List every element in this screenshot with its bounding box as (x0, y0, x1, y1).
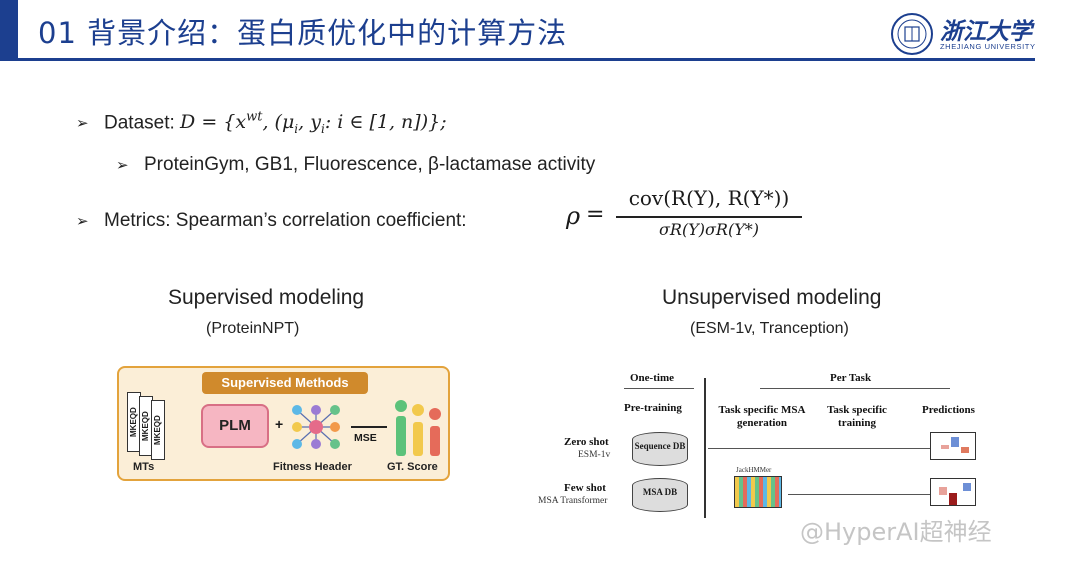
metrics-label: Metrics: Spearman’s correlation coeffici… (104, 210, 467, 231)
task-training-label: Task specific training (827, 404, 887, 429)
gt-score-bars-icon (395, 400, 441, 456)
dataset-formula: D = {xwt, (μi, yi: i ∈ [1, n])}; (180, 110, 447, 137)
plm-block: PLM (201, 404, 269, 448)
arrow-bullet-icon: ➢ (116, 157, 129, 174)
one-time-label: One-time (630, 372, 674, 384)
unsupervised-figure: One-time Per Task Pre-training Task spec… (538, 370, 998, 520)
prediction-bar (941, 445, 949, 449)
one-time-divider (704, 378, 706, 518)
unsupervised-sub: (ESM-1v, Tranception) (690, 320, 849, 337)
prediction-bar (949, 493, 957, 505)
header-divider (0, 58, 1035, 61)
formula-fraction-line (616, 216, 802, 218)
unsupervised-heading: Unsupervised modeling (662, 286, 882, 309)
supervised-heading: Supervised modeling (168, 286, 365, 309)
fitness-header-network-icon (292, 405, 340, 449)
few-shot-label: Few shot (564, 482, 606, 494)
formula-numerator: cov(R(Y), R(Y*)) (628, 186, 790, 210)
bullet-metrics: ➢ Metrics: Spearman’s correlation coeffic… (76, 210, 467, 232)
slide-title: 01 背景介绍：蛋白质优化中的计算方法 (38, 16, 568, 50)
formula-rho: ρ (566, 202, 581, 230)
formula-subscript: i (294, 122, 299, 137)
formula-part: D = {x (180, 111, 247, 134)
arrow-bullet-icon: ➢ (76, 213, 89, 230)
mts-stack: MKEQD MKEQD MKEQD (127, 392, 175, 460)
label-fitness-header: Fitness Header (273, 461, 352, 473)
task-msa-label: Task specific MSA generation (718, 404, 806, 429)
formula-equals: = (586, 202, 605, 227)
zero-shot-label: Zero shot (564, 436, 609, 448)
prediction-bar (961, 447, 969, 453)
prediction-bar (939, 487, 947, 495)
bullet-dataset: ➢Dataset: D = {xwt, (μi, yi: i ∈ [1, n])… (76, 110, 447, 136)
mse-label: MSE (354, 432, 377, 444)
jackhmmer-label: JackHMMer (736, 466, 772, 474)
per-task-bracket (760, 388, 950, 389)
zero-shot-prediction (930, 432, 976, 460)
formula-subscript: i (320, 122, 325, 137)
one-time-bracket (624, 388, 694, 389)
dataset-label: Dataset: (104, 112, 181, 134)
university-logo: 浙江大学 ZHEJIANG UNIVERSITY (886, 12, 1036, 56)
header-accent-bar (0, 0, 18, 58)
formula-part: , (μ (262, 111, 295, 134)
bullet-datasets-list: ➢ ProteinGym, GB1, Fluorescence, β-lactam… (116, 154, 595, 176)
zero-shot-model: ESM-1v (578, 450, 611, 460)
mt-card: MKEQD (151, 400, 165, 460)
few-shot-arrow (788, 494, 930, 495)
few-shot-prediction (930, 478, 976, 506)
label-gt-score: GT. Score (387, 461, 438, 473)
pretraining-label: Pre-training (624, 402, 682, 414)
formula-denominator: σR(Y)σR(Y*) (658, 220, 760, 239)
supervised-methods-figure: Supervised Methods MKEQD MKEQD MKEQD PLM… (117, 366, 450, 481)
arrow-bullet-icon: ➢ (76, 115, 89, 133)
university-seal-icon (891, 13, 933, 55)
datasets-list-text: ProteinGym, GB1, Fluorescence, β-lactama… (144, 154, 596, 175)
zero-shot-arrow (708, 448, 930, 449)
msa-db: MSA DB (632, 478, 688, 512)
supervised-sub: (ProteinNPT) (206, 320, 300, 337)
label-mts: MTs (133, 461, 155, 473)
jackhmmer-msa: JackHMMer (734, 466, 782, 508)
plus-sign: + (275, 416, 284, 432)
logo-english-name: ZHEJIANG UNIVERSITY (940, 42, 1036, 51)
watermark: @HyperAI超神经 (800, 518, 992, 546)
per-task-label: Per Task (830, 372, 872, 384)
msa-grid (734, 476, 782, 508)
prediction-bar (951, 437, 959, 447)
sequence-db: Sequence DB (632, 432, 688, 466)
formula-superscript: wt (246, 110, 263, 125)
few-shot-model: MSA Transformer (538, 496, 608, 506)
logo-chinese-name: 浙江大学 (940, 18, 1032, 45)
supervised-methods-tag: Supervised Methods (202, 372, 368, 394)
formula-part: : i ∈ [1, n])}; (324, 111, 447, 134)
prediction-bar (963, 483, 971, 491)
spearman-formula: ρ = cov(R(Y), R(Y*)) σR(Y)σR(Y*) (566, 186, 806, 246)
formula-part: , y (298, 111, 321, 134)
predictions-label: Predictions (922, 404, 975, 416)
mse-double-arrow (351, 426, 387, 428)
